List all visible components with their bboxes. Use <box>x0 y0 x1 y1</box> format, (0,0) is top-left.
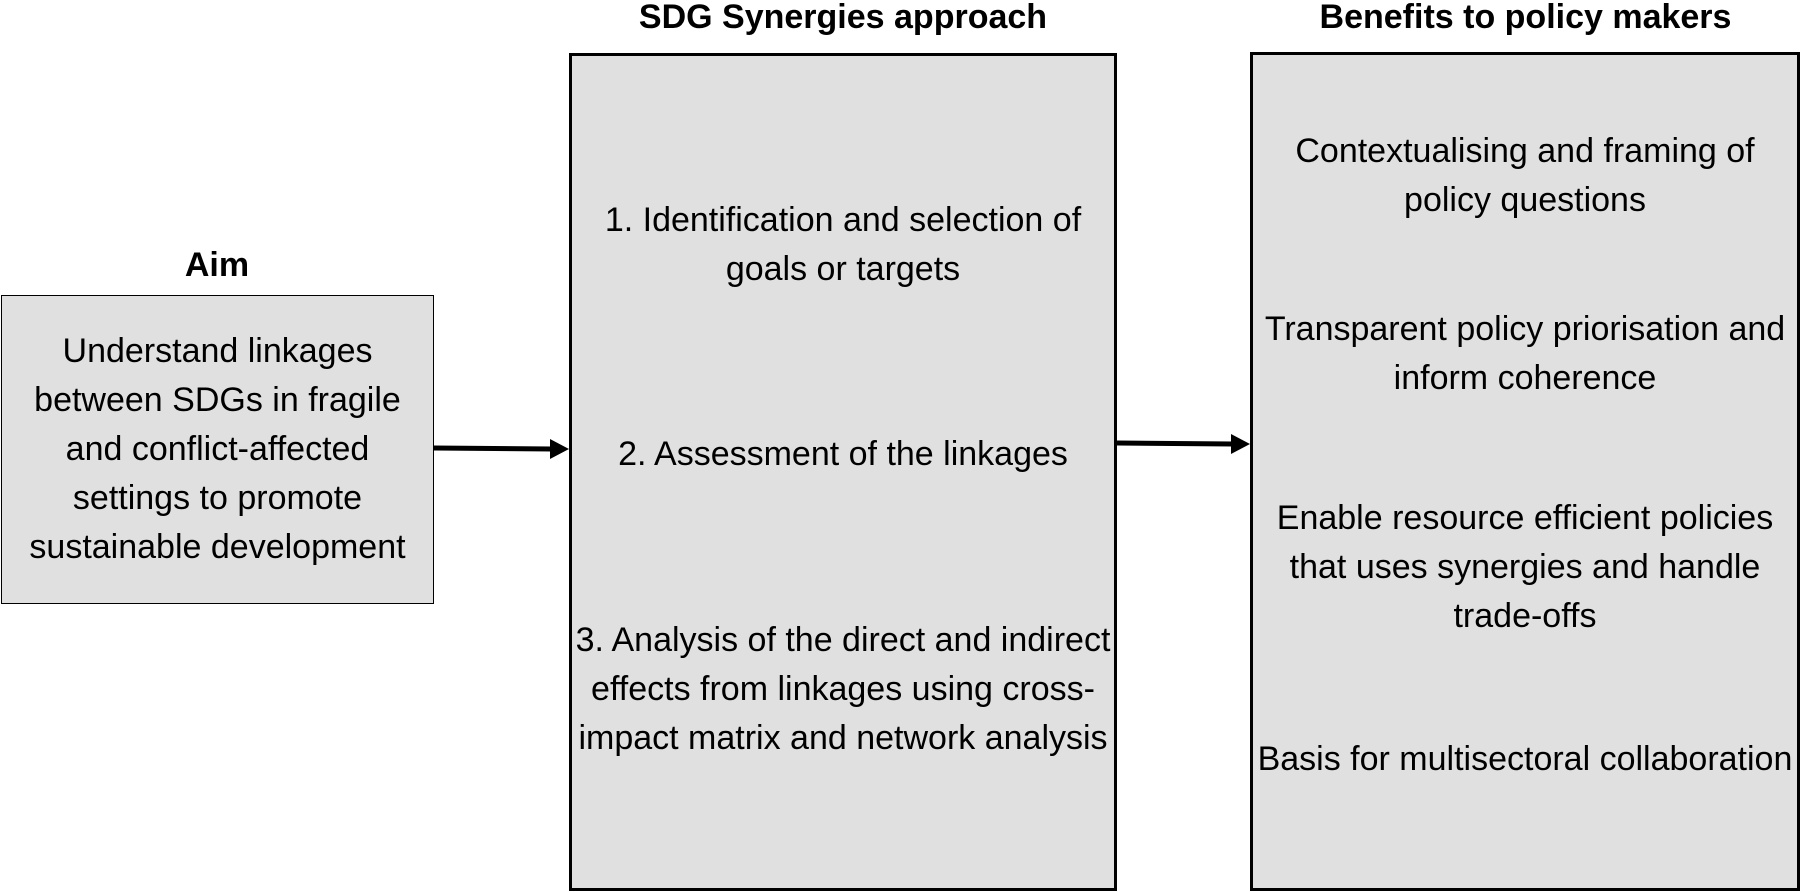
benefits-box: Contextualising and framing of policy qu… <box>1250 52 1800 891</box>
approach-step-3: 3. Analysis of the direct and indirect e… <box>575 621 1111 757</box>
benefit-item-1: Contextualising and framing of policy qu… <box>1295 132 1755 219</box>
approach-heading: SDG Synergies approach <box>638 0 1048 36</box>
aim-heading: Aim <box>184 246 250 284</box>
arrow-aim-to-approach <box>433 439 569 459</box>
benefit-item-4: Basis for multisectoral collaboration <box>1257 740 1793 778</box>
aim-box: Understand linkages between SDGs in frag… <box>1 295 434 604</box>
approach-step-1: 1. Identification and selection of goals… <box>604 201 1082 288</box>
benefits-heading: Benefits to policy makers <box>1319 0 1732 36</box>
benefit-item-3: Enable resource efficient policies that … <box>1276 499 1774 635</box>
aim-text: Understand linkages between SDGs in frag… <box>29 332 406 566</box>
approach-box: 1. Identification and selection of goals… <box>569 53 1117 891</box>
benefit-item-2: Transparent policy priorisation and info… <box>1264 310 1786 397</box>
approach-step-2: 2. Assessment of the linkages <box>618 435 1068 473</box>
arrow-approach-to-benefits <box>1116 434 1250 454</box>
